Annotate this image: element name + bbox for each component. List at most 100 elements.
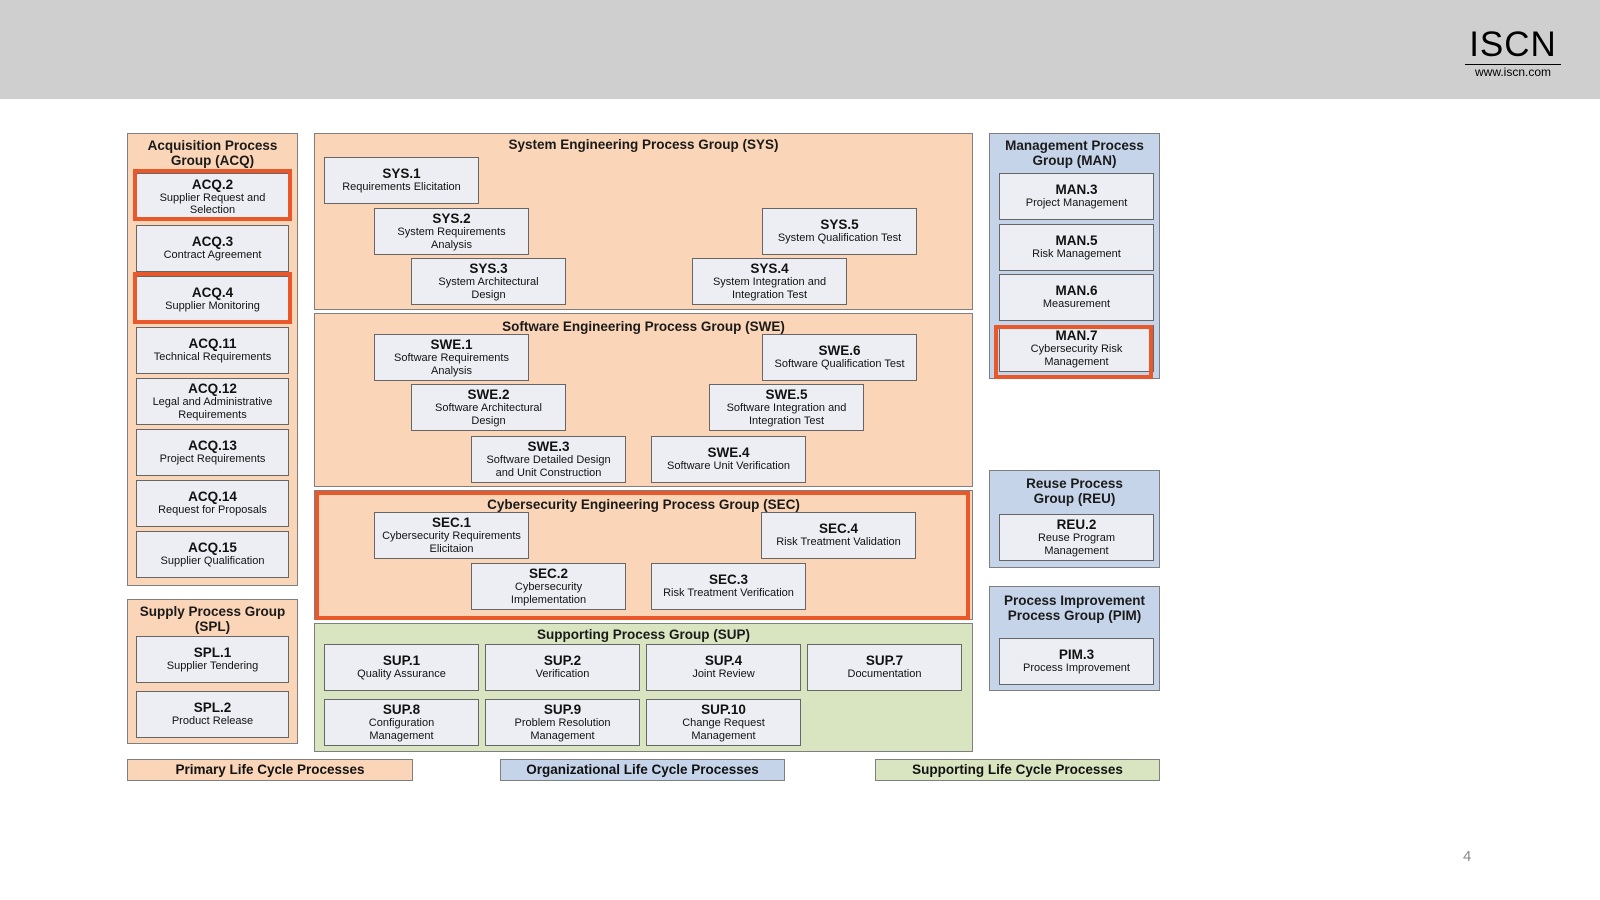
process-code: MAN.3 (1055, 182, 1098, 198)
process-code: SYS.5 (820, 217, 859, 233)
process-code: SUP.8 (382, 702, 421, 717)
iscn-logo[interactable]: ISCN www.iscn.com (1465, 26, 1561, 78)
group-sys-title: System Engineering Process Group (SYS) (508, 137, 779, 152)
legend-primary: Primary Life Cycle Processes (127, 759, 413, 781)
process-code: MAN.6 (1055, 283, 1098, 299)
group-spl-title: Supply Process Group (SPL) (139, 604, 286, 634)
process-name: Software Requirements Analysis (394, 352, 509, 377)
process-code: SUP.9 (543, 702, 582, 717)
process-name: Project Management (1025, 197, 1128, 210)
process-name: Configuration Management (368, 717, 435, 742)
process-name: Project Requirements (159, 453, 266, 466)
process-code: ACQ.15 (188, 540, 237, 556)
process-name: Software Qualification Test (774, 358, 905, 371)
process-name: Product Release (171, 715, 254, 728)
process-code: SYS.1 (382, 166, 421, 182)
process-code: SWE.3 (527, 439, 570, 454)
group-reu-title: Reuse Process Group (REU) (1026, 476, 1123, 506)
process-code: ACQ.4 (191, 285, 234, 301)
process-name: Problem Resolution Management (514, 717, 611, 742)
group-swe-title: Software Engineering Process Group (SWE) (502, 319, 785, 334)
process-name: Cybersecurity Requirements Elicitaion (382, 530, 521, 555)
process-code: MAN.7 (1055, 328, 1098, 343)
page-number: 4 (1463, 848, 1472, 865)
process-code: ACQ.13 (188, 438, 237, 454)
process-name: Cybersecurity Risk Management (1030, 343, 1123, 368)
process-code: ACQ.2 (191, 176, 234, 192)
legend-supporting: Supporting Life Cycle Processes (875, 759, 1160, 781)
group-acq-title: Acquisition Process Group (ACQ) (147, 138, 278, 168)
process-code: SYS.3 (469, 261, 508, 276)
process-code: MAN.5 (1055, 233, 1098, 249)
process-code: SEC.2 (528, 566, 569, 581)
logo-text: ISCN (1469, 25, 1557, 64)
process-name: Risk Treatment Validation (776, 536, 901, 549)
highlight-acq4 (133, 272, 292, 324)
process-name: Software Unit Verification (667, 460, 790, 473)
process-code: SWE.1 (430, 337, 473, 352)
process-code: SUP.1 (382, 653, 421, 669)
group-pim: Process Improvement Process Group (PIM) … (989, 586, 1160, 691)
process-code: SEC.1 (431, 515, 472, 530)
process-code: ACQ.3 (191, 234, 234, 250)
process-name: System Integration and Integration Test (712, 276, 827, 301)
process-code: REU.2 (1056, 517, 1097, 532)
highlight-acq2 (133, 169, 292, 221)
process-name: Risk Management (1032, 248, 1121, 261)
process-name: Software Architectural Design (435, 402, 542, 427)
process-name: Risk Treatment Verification (663, 587, 794, 600)
process-code: PIM.3 (1058, 647, 1095, 663)
process-code: SUP.7 (865, 653, 904, 669)
process-code: SYS.4 (750, 261, 789, 276)
process-name: Cybersecurity Implementation (510, 581, 587, 606)
process-name: Request for Proposals (158, 504, 267, 517)
group-swe: Software Engineering Process Group (SWE)… (314, 313, 973, 487)
process-name: Supplier Monitoring (165, 300, 260, 313)
process-name: Process Improvement (1023, 662, 1130, 675)
process-code: SPL.2 (193, 700, 232, 716)
process-code: SWE.2 (467, 387, 510, 402)
process-code: SWE.4 (707, 445, 750, 461)
